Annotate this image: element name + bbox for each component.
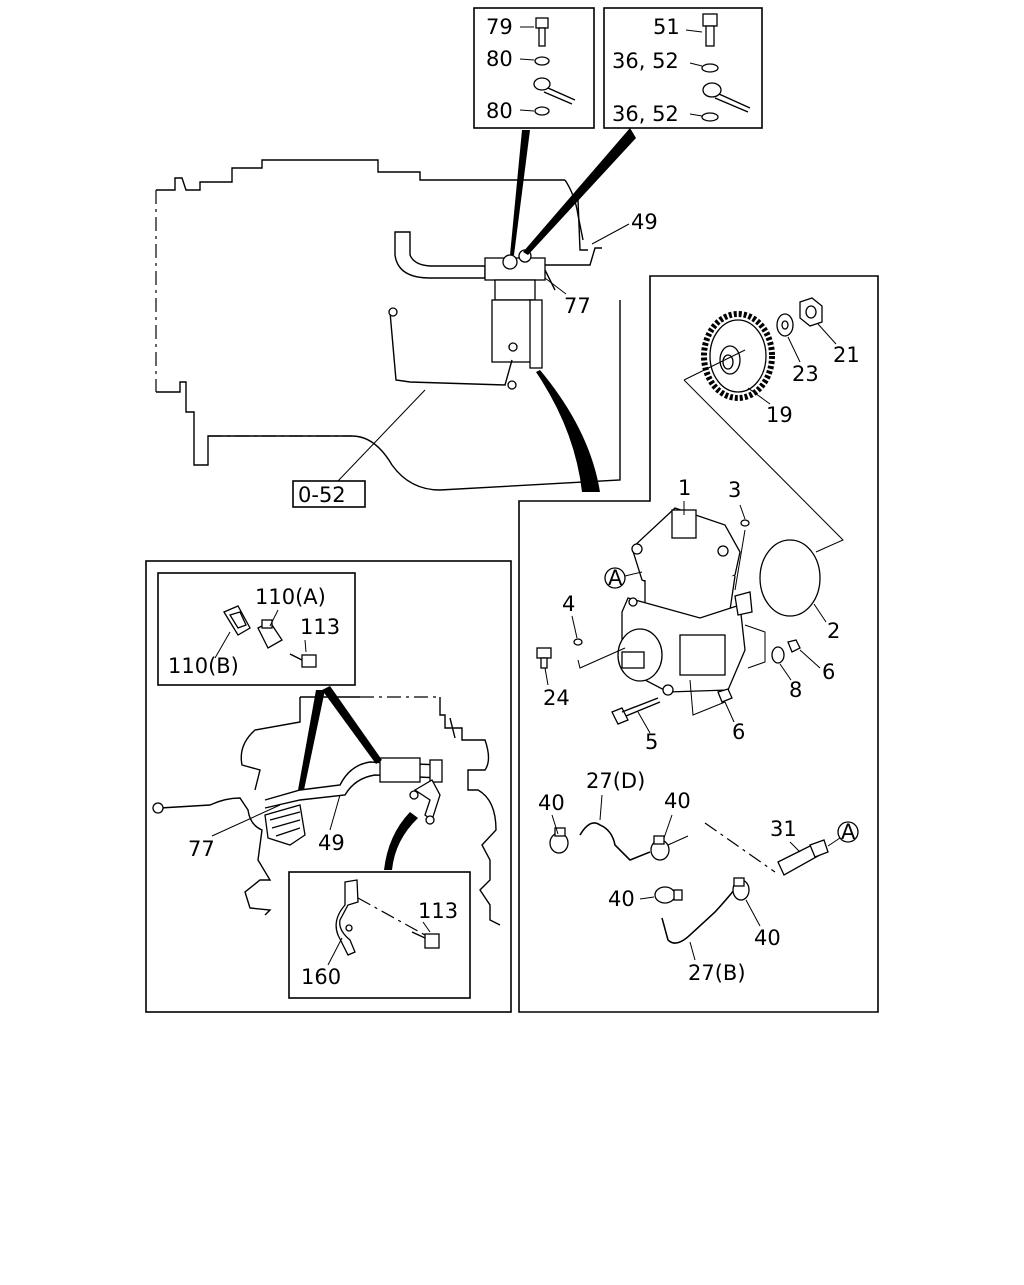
washer-23 <box>776 313 794 337</box>
label-49-bottom: 49 <box>318 831 345 855</box>
label-40d: 40 <box>754 926 781 950</box>
callout-wedge-6 <box>384 812 418 870</box>
reference-box-0-52 <box>292 480 366 508</box>
label-51: 51 <box>653 15 680 39</box>
circle-marker-a-2: A <box>837 820 859 844</box>
callout-wedge-3 <box>536 370 600 492</box>
label-80b: 80 <box>486 99 513 123</box>
engine-outline-bottom <box>152 696 501 926</box>
clamp-40d <box>732 877 750 901</box>
label-19: 19 <box>766 403 793 427</box>
bracket-160 <box>335 879 359 956</box>
label-110b: 110(B) <box>168 654 239 678</box>
label-113a: 113 <box>300 615 340 639</box>
nut-21 <box>799 297 823 327</box>
label-77-top: 77 <box>564 294 591 318</box>
inset-box-clip <box>157 572 356 686</box>
label-36-52a: 36, 52 <box>612 49 679 73</box>
washer-80b <box>519 106 550 116</box>
label-80a: 80 <box>486 47 513 71</box>
inset-box-79-80 <box>473 7 595 129</box>
banjo-fitting-2 <box>702 82 751 113</box>
label-5: 5 <box>645 730 658 754</box>
label-23: 23 <box>792 362 819 386</box>
inset-box-bracket <box>288 871 471 999</box>
label-27b: 27(B) <box>688 961 746 985</box>
label-0-52: 0-52 <box>298 483 346 507</box>
hose-27b <box>661 884 739 944</box>
nut-6b <box>787 639 801 653</box>
label-4: 4 <box>562 592 575 616</box>
washer-80a <box>519 56 550 66</box>
hose-27d <box>579 822 651 861</box>
pin-3 <box>740 519 750 527</box>
label-24: 24 <box>543 686 570 710</box>
label-49-top: 49 <box>631 210 658 234</box>
fitting-24 <box>536 647 552 669</box>
clip-110a <box>257 619 283 649</box>
bolt-79 <box>520 17 549 47</box>
label-40a: 40 <box>538 791 565 815</box>
label-110a: 110(A) <box>255 585 326 609</box>
compressor-mounted <box>388 199 602 390</box>
piping-assembly <box>264 717 456 846</box>
bolt-113-bracket <box>411 931 440 949</box>
label-8: 8 <box>789 678 802 702</box>
compressor-detail <box>617 507 753 696</box>
nut-6a <box>717 688 733 703</box>
clamp-40b <box>650 835 670 861</box>
label-1: 1 <box>678 476 691 500</box>
label-40c: 40 <box>608 887 635 911</box>
gasket-2 <box>759 539 821 617</box>
bolt-5 <box>611 697 661 725</box>
label-6b: 6 <box>822 660 835 684</box>
washer-36-52b <box>689 112 719 122</box>
label-27d: 27(D) <box>586 769 645 793</box>
washer-36-52a <box>689 62 719 73</box>
callout-wedge-5 <box>322 686 382 764</box>
gear-19 <box>701 311 775 401</box>
callout-wedge-4 <box>298 690 325 790</box>
label-36-52b: 36, 52 <box>612 102 679 126</box>
clamp-40a <box>549 827 569 854</box>
circle-marker-a-1: A <box>604 566 626 590</box>
label-2: 2 <box>827 619 840 643</box>
label-160: 160 <box>301 965 341 989</box>
label-6a: 6 <box>732 720 745 744</box>
engine-outline-top <box>155 159 621 491</box>
marker-a-1-label: A <box>608 566 623 590</box>
bolt-113-clip <box>289 653 317 668</box>
callout-wedge-2 <box>523 128 636 255</box>
label-79: 79 <box>486 15 513 39</box>
inset-box-51-36-52 <box>603 7 763 129</box>
clip-110b <box>223 605 251 636</box>
label-40b: 40 <box>664 789 691 813</box>
label-31: 31 <box>770 817 797 841</box>
label-77-bottom: 77 <box>188 837 215 861</box>
washer-8 <box>771 646 785 664</box>
callout-wedge-1 <box>510 130 530 255</box>
pin-4 <box>573 638 583 646</box>
banjo-fitting <box>533 77 576 105</box>
fitting-31 <box>777 839 829 876</box>
marker-a-2-label: A <box>841 820 856 844</box>
label-3: 3 <box>728 478 741 502</box>
label-21: 21 <box>833 343 860 367</box>
clamp-40c <box>654 886 683 904</box>
bolt-51 <box>685 13 718 47</box>
label-113b: 113 <box>418 899 458 923</box>
